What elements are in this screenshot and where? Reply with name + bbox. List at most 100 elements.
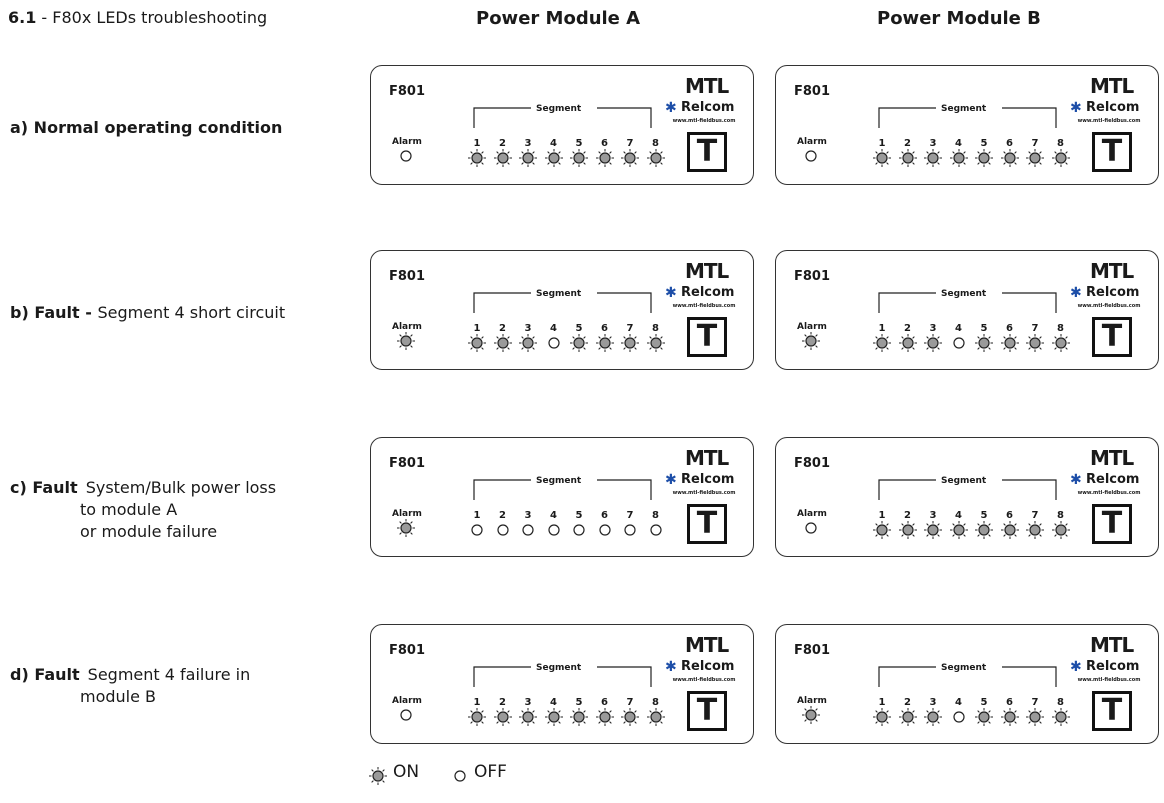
row-label-b: b) Fault - Segment 4 short circuit xyxy=(10,302,285,324)
segment-led-on-icon xyxy=(1051,708,1070,726)
segment-label: Segment xyxy=(941,476,987,486)
segment-led-on-icon xyxy=(646,149,665,167)
segment-label: Segment xyxy=(536,476,582,486)
mtl-logo: MTL xyxy=(1090,446,1134,470)
legend-on-label: ON xyxy=(393,762,420,782)
segment-led-on-icon xyxy=(949,149,968,167)
segment-led-on-icon xyxy=(1051,149,1070,167)
column-title-a: Power Module A xyxy=(476,8,641,29)
segment-number: 1 xyxy=(878,510,886,521)
row-label-line: b) Fault - Segment 4 short circuit xyxy=(10,302,285,324)
model-label: F801 xyxy=(389,84,426,99)
segment-led-on-icon xyxy=(898,521,917,539)
t-logo-box: T xyxy=(1092,132,1132,172)
segment-led-on-icon xyxy=(924,521,942,539)
segment-led-on-icon xyxy=(873,708,891,726)
segment-led-on-icon xyxy=(570,149,588,167)
segment-led-off-icon xyxy=(624,524,636,536)
segment-bracket xyxy=(878,479,1057,500)
model-label: F801 xyxy=(794,643,831,658)
mtl-logo: MTL xyxy=(1090,259,1134,283)
brand-url: www.mtl-fieldbus.com xyxy=(1077,118,1141,124)
segment-label: Segment xyxy=(536,104,582,114)
section-number: 6.1 xyxy=(8,8,37,27)
row-label-continuation: to module A xyxy=(80,500,178,519)
segment-number: 3 xyxy=(929,138,937,149)
segment-bracket xyxy=(878,107,1057,128)
segment-led-on-icon xyxy=(949,521,968,539)
segment-number: 3 xyxy=(524,323,532,334)
segment-led-on-icon xyxy=(1000,149,1019,167)
segment-number: 3 xyxy=(524,510,532,521)
alarm-label: Alarm xyxy=(797,137,827,147)
segment-led-on-icon xyxy=(493,149,512,167)
segment-led-off-icon xyxy=(573,524,585,536)
brand-url: www.mtl-fieldbus.com xyxy=(672,677,736,683)
relcom-star-icon: ✱ xyxy=(665,472,677,488)
legend-led-on-icon xyxy=(369,767,387,785)
segment-led-on-icon xyxy=(468,334,486,352)
segment-led-on-icon xyxy=(1000,708,1019,726)
segment-number: 2 xyxy=(904,138,911,149)
segment-led-on-icon xyxy=(646,334,665,352)
segment-label: Segment xyxy=(941,289,987,299)
segment-number: 3 xyxy=(929,697,937,708)
model-label: F801 xyxy=(389,269,426,284)
model-label: F801 xyxy=(389,643,426,658)
row-label-continuation: or module failure xyxy=(80,522,218,541)
segment-number: 1 xyxy=(473,323,481,334)
segment-led-on-icon xyxy=(646,708,665,726)
segment-number: 4 xyxy=(550,323,557,334)
segment-number: 6 xyxy=(1006,697,1013,708)
segment-led-on-icon xyxy=(873,521,891,539)
mtl-logo: MTL xyxy=(685,633,729,657)
segment-number: 6 xyxy=(1006,138,1013,149)
segment-led-on-icon xyxy=(468,708,486,726)
segment-number: 2 xyxy=(904,510,911,521)
segment-number: 7 xyxy=(626,138,634,149)
segment-number: 3 xyxy=(929,323,937,334)
relcom-star-icon: ✱ xyxy=(1070,659,1082,675)
segment-number: 2 xyxy=(499,697,506,708)
brand-url: www.mtl-fieldbus.com xyxy=(672,303,736,309)
segment-bracket xyxy=(473,666,652,687)
segment-number: 6 xyxy=(601,510,608,521)
segment-bracket xyxy=(878,666,1057,687)
segment-number: 1 xyxy=(473,138,481,149)
relcom-logo: Relcom xyxy=(1086,472,1140,487)
segment-label: Segment xyxy=(941,663,987,673)
model-label: F801 xyxy=(794,456,831,471)
legend-off-label: OFF xyxy=(474,762,507,782)
segment-number: 5 xyxy=(575,323,583,334)
segment-led-off-icon xyxy=(952,711,965,723)
segment-number: 5 xyxy=(980,697,988,708)
relcom-logo: Relcom xyxy=(681,659,735,674)
alarm-label: Alarm xyxy=(797,696,827,706)
segment-number: 8 xyxy=(1057,510,1064,521)
segment-number: 8 xyxy=(652,138,659,149)
relcom-star-icon: ✱ xyxy=(1070,100,1082,116)
row-label-line: a) Normal operating condition xyxy=(10,117,282,139)
segment-number: 6 xyxy=(1006,510,1013,521)
row-label-a: a) Normal operating condition xyxy=(10,117,282,139)
segment-number: 7 xyxy=(1031,323,1039,334)
segment-led-off-icon xyxy=(496,524,509,536)
segment-number: 1 xyxy=(878,697,886,708)
segment-led-on-icon xyxy=(1026,708,1044,726)
segment-led-on-icon xyxy=(519,708,537,726)
segment-number: 4 xyxy=(955,138,962,149)
segment-number: 8 xyxy=(652,510,659,521)
segment-led-on-icon xyxy=(1000,334,1019,352)
